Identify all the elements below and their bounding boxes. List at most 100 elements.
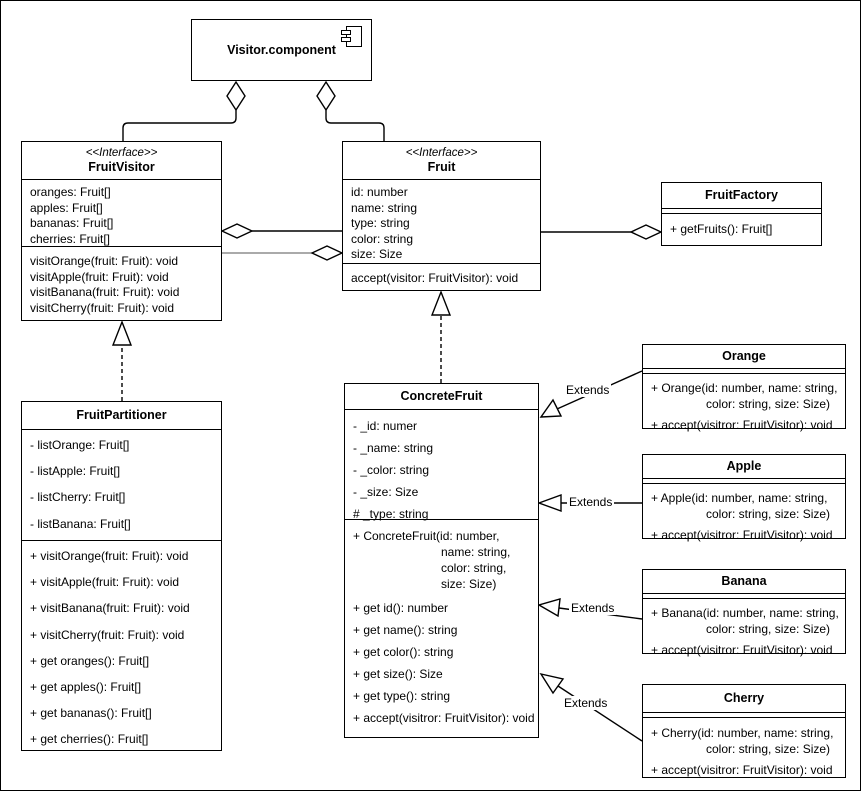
class-fruitpartitioner: FruitPartitioner - listOrange: Fruit[] -… [21, 401, 222, 751]
attribute: color: string [351, 231, 414, 246]
constructor-line: + Apple(id: number, name: string, [651, 491, 828, 505]
method: + visitCherry(fruit: Fruit): void [30, 627, 185, 642]
cherry-title: Cherry [723, 691, 765, 705]
extends-label-orange: Extends [564, 383, 612, 397]
attribute: # _type: string [353, 507, 429, 521]
method: visitOrange(fruit: Fruit): void [30, 254, 179, 268]
constructor-line: name: string, [441, 545, 511, 559]
method: + visitApple(fruit: Fruit): void [30, 575, 180, 590]
fruitpartitioner-methods: + visitOrange(fruit: Fruit): void + visi… [22, 541, 221, 753]
attribute: - _name: string [353, 441, 434, 455]
class-fruit: <<Interface>> Fruit id: number name: str… [342, 141, 541, 291]
method: + accept(visitror: FruitVisitor): void [353, 711, 535, 725]
method: + accept(visitror: FruitVisitor): void [651, 763, 833, 777]
attribute: id: number [351, 185, 408, 199]
aggregation-diamond-fruitvisitor [220, 223, 254, 239]
constructor-line: + ConcreteFruit(id: number, [353, 529, 500, 543]
method: + get bananas(): Fruit[] [30, 706, 152, 721]
concretefruit-attributes: - _id: numer - _name: string - _color: s… [345, 410, 538, 521]
method: + get type(): string [353, 689, 451, 703]
method: + getFruits(): Fruit[] [670, 222, 773, 236]
attribute: name: string [351, 200, 418, 215]
fruit-attributes: id: number name: string type: string col… [343, 180, 540, 264]
method: + get cherries(): Fruit[] [30, 732, 149, 747]
fruitvisitor-title: FruitVisitor [88, 160, 155, 174]
method: visitCherry(fruit: Fruit): void [30, 300, 175, 315]
uml-component-icon [341, 26, 362, 47]
apple-attributes-empty [643, 479, 845, 484]
orange-attributes-empty [643, 369, 845, 374]
attribute: - _id: numer [353, 419, 418, 433]
extends-label-cherry: Extends [562, 696, 610, 710]
fruit-title: Fruit [427, 160, 456, 174]
class-fruitvisitor: <<Interface>> FruitVisitor oranges: Frui… [21, 141, 222, 321]
realization-arrow-fruit [430, 290, 452, 316]
class-orange: Orange + Orange(id: number, name: string… [642, 344, 846, 432]
fruit-stereotype: <<Interface>> [405, 147, 478, 159]
cherry-attributes-empty [643, 713, 845, 718]
fruitfactory-title: FruitFactory [705, 188, 778, 202]
attribute: type: string [351, 216, 410, 230]
cherry-methods: + Cherry(id: number, name: string, color… [643, 718, 845, 778]
attribute: - listCherry: Fruit[] [30, 490, 126, 505]
extends-arrow-apple [536, 494, 562, 512]
extends-arrow-cherry [539, 672, 565, 695]
constructor-line: size: Size) [441, 577, 497, 591]
method: + visitOrange(fruit: Fruit): void [30, 549, 189, 563]
fruitfactory-methods: + getFruits(): Fruit[] [662, 214, 821, 238]
banana-methods: + Banana(id: number, name: string, color… [643, 599, 845, 658]
fruit-methods: accept(visitor: FruitVisitor): void [343, 264, 540, 287]
attribute: - listOrange: Fruit[] [30, 438, 130, 452]
method: + get id(): number [353, 601, 449, 615]
extends-label-banana: Extends [569, 601, 617, 615]
realization-arrow-fruitvisitor [111, 320, 133, 346]
method: + accept(visitror: FruitVisitor): void [651, 528, 833, 542]
fruitfactory-attributes-empty [662, 209, 821, 214]
method: + get name(): string [353, 623, 458, 637]
method: + accept(visitror: FruitVisitor): void [651, 418, 833, 432]
banana-attributes-empty [643, 594, 845, 599]
class-cherry: Cherry + Cherry(id: number, name: string… [642, 684, 846, 778]
fruitvisitor-attributes: oranges: Fruit[] apples: Fruit[] bananas… [22, 180, 221, 247]
extends-arrow-orange [539, 398, 563, 418]
constructor-line: color: string, size: Size) [706, 622, 831, 636]
class-banana: Banana + Banana(id: number, name: string… [642, 569, 846, 657]
method: visitBanana(fruit: Fruit): void [30, 285, 180, 299]
apple-methods: + Apple(id: number, name: string, color:… [643, 484, 845, 543]
banana-title: Banana [721, 574, 767, 588]
class-concretefruit: ConcreteFruit - _id: numer - _name: stri… [344, 383, 539, 738]
method: + visitBanana(fruit: Fruit): void [30, 601, 190, 616]
attribute: - _size: Size [353, 485, 419, 499]
method: + get apples(): Fruit[] [30, 680, 142, 695]
apple-title: Apple [726, 459, 762, 473]
attribute: - listApple: Fruit[] [30, 464, 121, 479]
extends-arrow-banana [537, 598, 561, 618]
fruitvisitor-methods: visitOrange(fruit: Fruit): void visitApp… [22, 247, 221, 316]
constructor-line: color: string, size: Size) [706, 507, 831, 521]
fruitpartitioner-title: FruitPartitioner [76, 408, 167, 422]
method: + get oranges(): Fruit[] [30, 653, 150, 668]
concretefruit-methods: + ConcreteFruit(id: number, name: string… [345, 520, 538, 729]
class-fruitfactory: FruitFactory + getFruits(): Fruit[] [661, 182, 822, 246]
method: visitApple(fruit: Fruit): void [30, 269, 169, 284]
attribute: bananas: Fruit[] [30, 216, 114, 230]
attribute: - _color: string [353, 463, 430, 477]
orange-methods: + Orange(id: number, name: string, color… [643, 374, 845, 433]
aggregation-diamond-fruitfactory [629, 224, 663, 240]
constructor-line: + Cherry(id: number, name: string, [651, 726, 834, 740]
attribute: - listBanana: Fruit[] [30, 516, 131, 531]
method: + get color(): string [353, 645, 454, 659]
attribute: apples: Fruit[] [30, 200, 103, 215]
method: + get size(): Size [353, 667, 443, 681]
orange-title: Orange [722, 349, 766, 363]
aggregation-diamond-component-fruitvisitor [226, 80, 246, 112]
constructor-line: color: string, size: Size) [706, 742, 831, 756]
constructor-line: color: string, [441, 561, 507, 575]
constructor-line: + Banana(id: number, name: string, [651, 606, 839, 620]
extends-label-apple: Extends [567, 495, 615, 509]
constructor-line: color: string, size: Size) [706, 397, 831, 411]
attribute: oranges: Fruit[] [30, 185, 111, 199]
aggregation-diamond-fruit-left [310, 245, 344, 261]
